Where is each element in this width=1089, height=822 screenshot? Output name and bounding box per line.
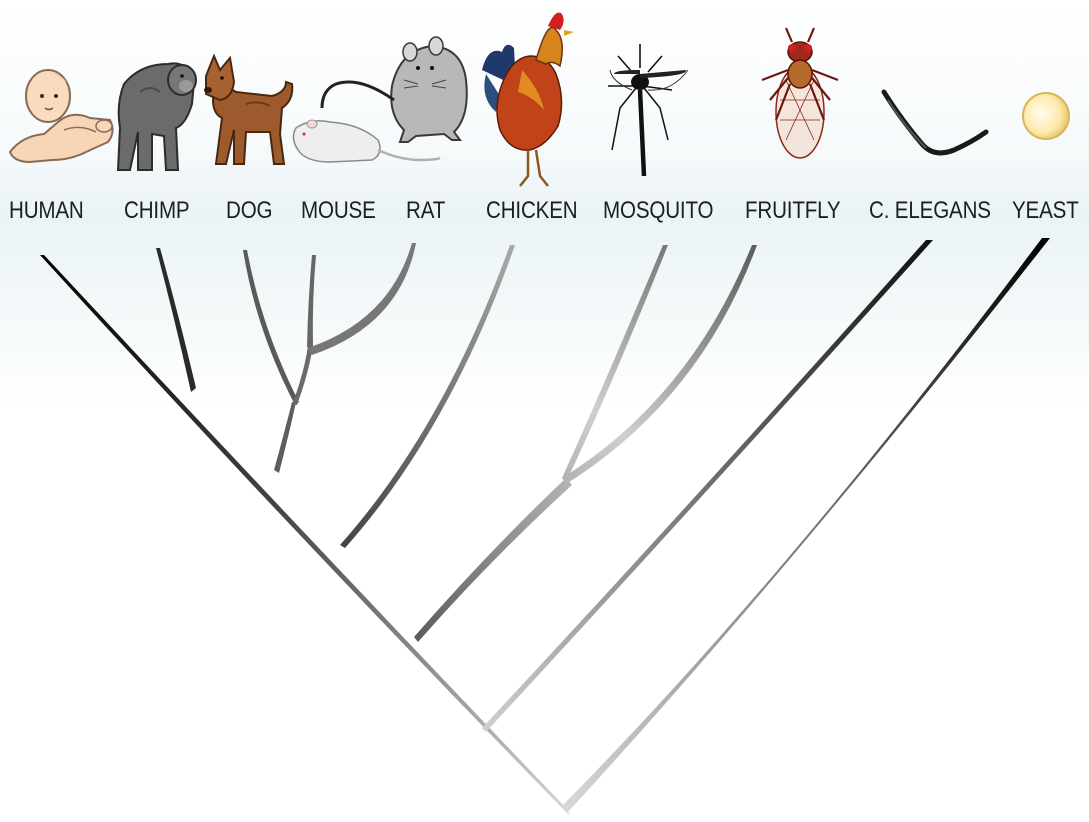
branch-fruitfly: [562, 245, 757, 484]
baby-icon: [10, 70, 113, 162]
branch-chimp: [156, 248, 196, 392]
label-yeast: YEAST: [1012, 193, 1079, 229]
branch-chicken: [340, 245, 515, 548]
dog-icon: [204, 56, 292, 164]
yeast-cell-icon: [1023, 93, 1069, 139]
branch-rat: [308, 243, 416, 355]
branch-mouse: [307, 255, 316, 347]
label-fruitfly: FRUITFLY: [745, 193, 840, 229]
fruitfly-icon: [762, 28, 838, 158]
label-rat: RAT: [406, 193, 445, 229]
label-dog: DOG: [226, 193, 272, 229]
label-chimp: CHIMP: [124, 193, 189, 229]
worm-icon: [884, 92, 986, 153]
label-mouse: MOUSE: [301, 193, 376, 229]
branch-insects: [414, 478, 572, 642]
label-mosquito: MOSQUITO: [603, 193, 713, 229]
branch-dog: [243, 250, 299, 405]
branch-celegans: [482, 240, 933, 732]
branch-mammals: [274, 402, 296, 473]
tree-branches: [40, 238, 1050, 816]
label-celegans: C. ELEGANS: [869, 193, 991, 229]
rooster-icon: [482, 13, 574, 187]
mosquito-icon: [608, 44, 688, 176]
branch-human: [40, 255, 570, 816]
label-human: HUMAN: [9, 193, 84, 229]
label-chicken: CHICKEN: [486, 193, 577, 229]
chimpanzee-icon: [118, 63, 196, 170]
